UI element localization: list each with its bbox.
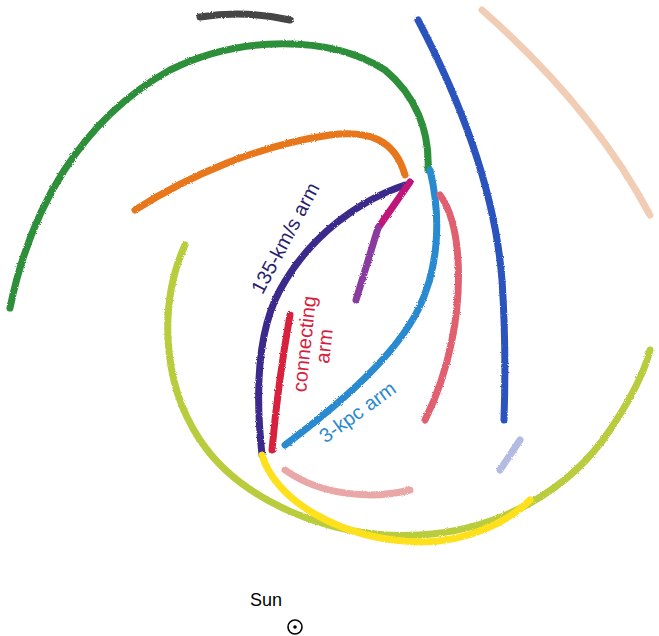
arm-pale-peach [482,10,650,215]
arm-yellow-green [168,245,650,535]
arm-black [200,14,290,20]
sun-label: Sun [250,591,282,609]
arm-pale-pink [285,470,410,495]
arm-green [10,44,428,308]
arm-connecting [272,315,290,450]
arm-magenta [378,182,410,228]
arm-pink-red [425,195,458,420]
arm-orange [135,134,405,210]
arm-pale-lilac [500,440,520,470]
sun-symbol [288,620,302,634]
arm-purple [356,228,378,300]
arm-dark-blue [418,20,505,420]
arm-label: connecting arm [289,291,340,399]
arm-yellow [262,455,530,542]
